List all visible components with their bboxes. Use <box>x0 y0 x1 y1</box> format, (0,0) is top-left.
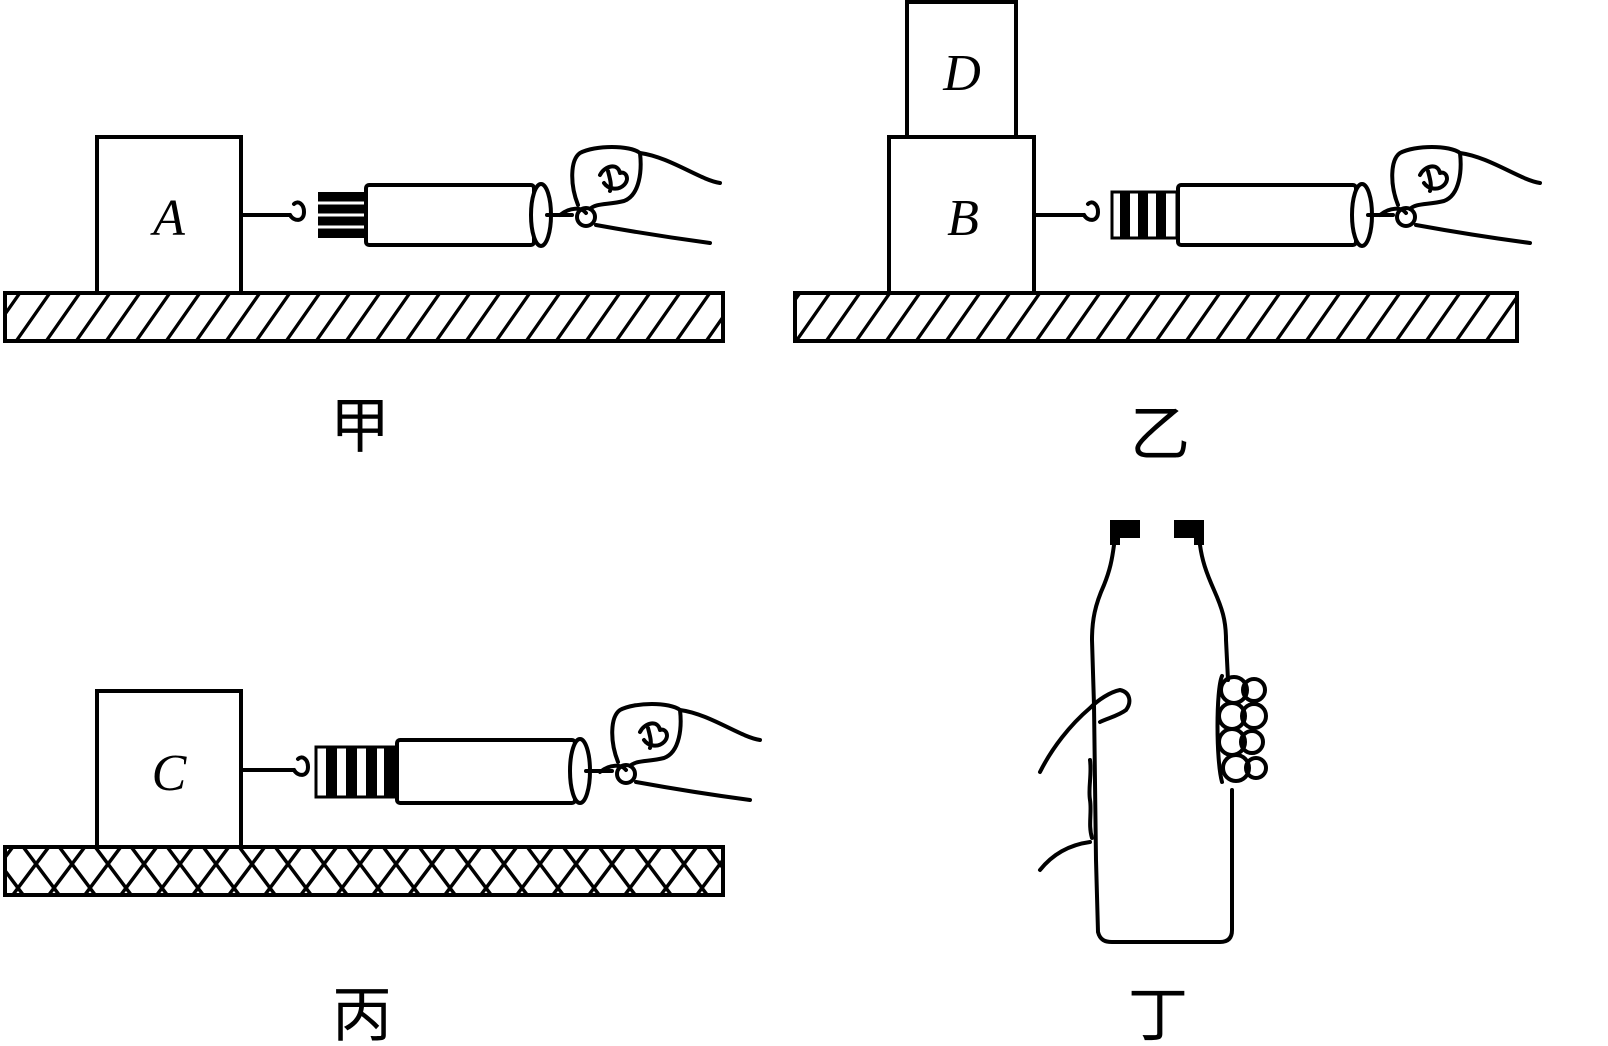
panel-yi: B D 乙 <box>793 0 1542 470</box>
hand-icon <box>1378 145 1542 245</box>
caption-ding: 丁 <box>1128 981 1188 1046</box>
block-b <box>887 135 1036 295</box>
panel-bing: C 丙 <box>3 689 762 1046</box>
caption-bing: 丙 <box>332 981 392 1046</box>
block-c-label: C <box>152 745 188 802</box>
spring-scale-icon <box>239 182 574 248</box>
block-c <box>95 689 243 849</box>
spring-scale-icon <box>239 737 614 805</box>
block-b-label: B <box>947 190 979 247</box>
surface-smooth <box>3 291 725 343</box>
block-d <box>905 0 1018 139</box>
surface-smooth <box>793 291 1519 343</box>
spring-scale-icon <box>1032 182 1395 248</box>
hand-icon <box>558 145 722 245</box>
block-a-label: A <box>150 190 185 247</box>
hand-icon <box>598 702 762 802</box>
block-d-label: D <box>942 45 981 102</box>
fingers-icon <box>1215 674 1268 784</box>
panel-ding: 丁 <box>1038 520 1268 1046</box>
block-a <box>95 135 243 295</box>
bottle-icon <box>1038 520 1268 944</box>
surface-rough <box>3 845 725 897</box>
caption-yi: 乙 <box>1130 400 1190 470</box>
caption-jia: 甲 <box>330 392 390 462</box>
panel-jia: A 甲 <box>3 135 725 462</box>
